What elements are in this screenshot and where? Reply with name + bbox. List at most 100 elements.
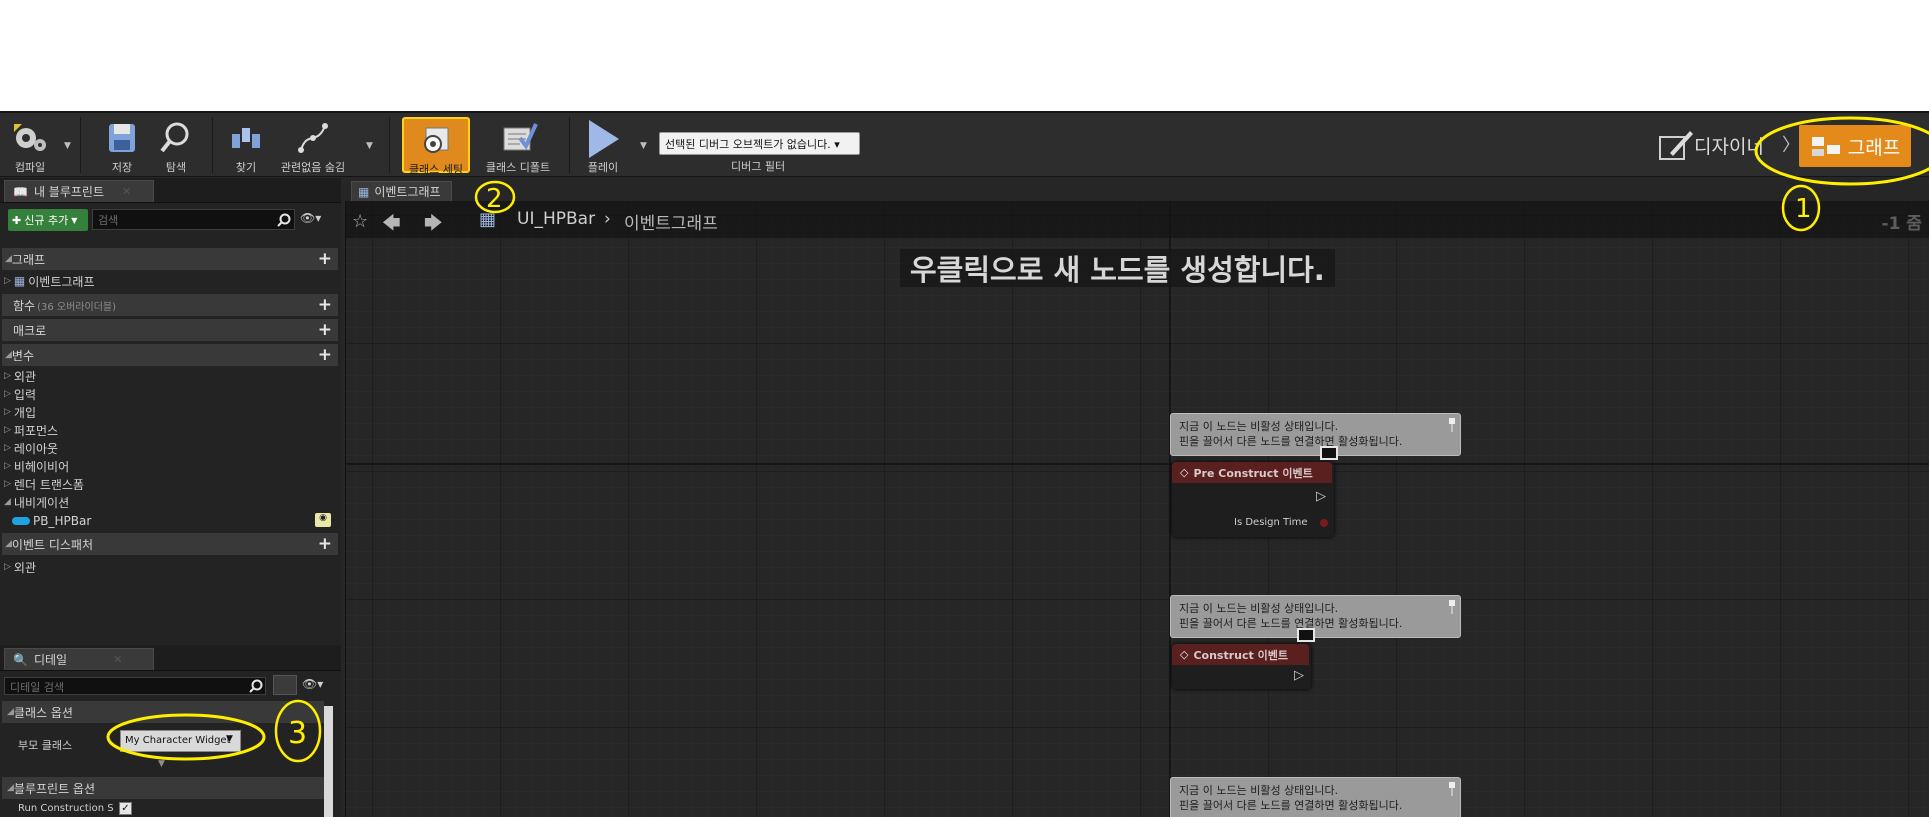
event-graph-label: 이벤트그래프 [28,274,95,289]
variable-type-pill-icon [12,517,30,525]
pin-icon[interactable] [1448,418,1456,432]
run-construction-checkbox[interactable]: ✓ [119,802,132,815]
variable-category-item[interactable]: ▷개입 [4,403,36,421]
variable-category-item[interactable]: ▷입력 [4,385,36,403]
toolbar-divider [389,117,390,173]
variable-category-item[interactable]: ▷렌더 트랜스폼 [4,475,84,493]
breadcrumb-blueprint[interactable]: UI_HPBar [517,209,596,229]
blueprint-options-category[interactable]: ◢ 블루프린트 옵션 [2,777,324,799]
play-dropdown-arrow[interactable]: ▼ [640,141,647,151]
chevron-down-icon: ▼ [71,215,78,225]
variable-category-label: 입력 [13,387,37,402]
visibility-eye-icon[interactable]: ◉ [315,513,331,527]
variable-category-item[interactable]: ▷퍼포먼스 [4,421,58,439]
details-scrollbar[interactable] [324,706,333,817]
variable-category-item[interactable]: ▷외관 [4,367,36,385]
hide-unrelated-label: 관련없음 숨김 [280,161,346,174]
add-graph-plus-icon[interactable]: + [317,249,332,269]
details-search-input[interactable]: 디테일 검색 [4,677,266,695]
construct-event-node[interactable]: ◇ Construct 이벤트 ▷ [1172,628,1315,689]
add-dispatcher-plus-icon[interactable]: + [317,534,332,554]
graph-mode-button[interactable]: 그래프 [1799,125,1911,167]
construct-title: Construct 이벤트 [1193,648,1288,662]
exec-output-pin-icon[interactable]: ▷ [1316,489,1326,504]
forward-arrow-icon[interactable]: 🡆 [424,213,443,234]
view-options-eye-icon[interactable]: 👁▾ [302,677,324,691]
add-variable-plus-icon[interactable]: + [317,345,332,365]
variable-pb-hpbar[interactable]: PB_HPBar [12,512,91,530]
exec-output-pin-icon[interactable]: ▷ [1294,668,1304,683]
play-button[interactable]: 플레이 [583,117,623,174]
disabled-node-comment: 지금 이 노드는 비활성 상태입니다. 핀을 끌어서 다른 노드를 연결하면 활… [1170,413,1461,456]
add-macro-plus-icon[interactable]: + [317,320,332,340]
parent-class-select[interactable]: My Character Widget [120,730,241,752]
compile-dropdown-arrow[interactable]: ▼ [64,141,71,151]
close-icon[interactable]: ✕ [122,185,132,198]
collapse-triangle-icon: ◢ [7,707,14,717]
breadcrumb-graph[interactable]: 이벤트그래프 [624,214,718,234]
collapse-triangle-icon: ◢ [5,539,12,549]
add-function-plus-icon[interactable]: + [317,295,332,315]
functions-category[interactable]: 함수 (36 오버라이더블) + [2,294,338,316]
toolbar-divider [212,117,213,173]
tab-my-blueprint-label: 내 블루프린트 [33,185,105,199]
blueprint-search-input[interactable]: 검색 [92,209,295,230]
tab-details[interactable]: 🔍 디테일 ✕ [4,648,154,670]
expand-triangle-icon: ▷ [4,425,11,435]
variable-name: PB_HPBar [33,514,92,528]
hide-unrelated-button[interactable]: 관련없음 숨김 [278,117,348,174]
star-icon[interactable]: ☆ [352,211,369,232]
blueprint-search-placeholder: 검색 [98,214,119,227]
browse-button[interactable]: 탐색 [156,117,196,174]
variable-category-item[interactable]: ◢내비게이션 [4,493,69,511]
parent-class-value: My Character Widget [125,735,231,746]
variable-category-label: 외관 [13,369,37,384]
class-defaults-button[interactable]: 클래스 디폴트 [482,117,554,174]
compile-button[interactable]: 컴파일 [6,117,54,174]
view-options-eye-icon[interactable]: 👁▾ [300,211,322,225]
expand-triangle-icon: ▷ [4,407,11,417]
graph-canvas[interactable]: ☆ 🡄 🡆 ▦ UI_HPBar › 이벤트그래프 -1 줌 우클릭으로 새 노… [345,201,1929,817]
grid-view-icon[interactable] [273,675,297,695]
variables-header: 변수 [11,348,35,363]
pin-icon[interactable] [1448,782,1456,796]
graphs-header: 그래프 [11,252,46,267]
close-icon[interactable]: ✕ [113,653,123,666]
node-header: ◇ Pre Construct 이벤트 [1172,462,1332,483]
designer-mode-button[interactable]: 디자이너 [1656,123,1764,167]
class-options-category[interactable]: ◢ 클래스 옵션 [2,701,324,723]
chevron-right-icon: 〉 [1782,135,1800,156]
dispatcher-category-item[interactable]: ▷외관 [4,558,36,576]
variables-category[interactable]: ◢ 변수 + [2,344,338,366]
variable-category-item[interactable]: ▷레이아웃 [4,439,58,457]
graph-breadcrumb-bar: ☆ 🡄 🡆 ▦ UI_HPBar › 이벤트그래프 -1 줌 [346,201,1929,238]
tab-my-blueprint[interactable]: 📖 내 블루프린트 ✕ [4,180,154,202]
find-button[interactable]: 찾기 [226,117,266,174]
find-icon [232,128,260,148]
variable-category-item[interactable]: ▷비헤이비어 [4,457,69,475]
details-panel: 디테일 검색 👁▾ ◢ 클래스 옵션 부모 클래스 My Character W… [0,670,341,817]
event-graph-item[interactable]: ▷ ▦ 이벤트그래프 [4,272,95,290]
tab-event-graph[interactable]: ▦ 이벤트그래프 [351,181,452,201]
class-settings-button[interactable]: 클래스 세팅 [402,117,470,176]
zoom-level: -1 줌 [1881,214,1922,234]
resize-handle-icon[interactable]: ▼ [158,759,165,769]
expand-triangle-icon: ▷ [4,461,11,471]
add-new-button[interactable]: ✚ 신규 추가 ▼ [8,209,88,231]
event-dispatchers-category[interactable]: ◢ 이벤트 디스패처 + [2,533,338,555]
save-button[interactable]: 저장 [102,117,142,174]
hide-unrelated-dropdown-arrow[interactable]: ▼ [366,141,373,151]
graphs-category[interactable]: ◢ 그래프 + [2,248,338,270]
node-header: ◇ Construct 이벤트 [1172,644,1309,665]
variable-category-label: 렌더 트랜스폼 [13,477,84,492]
blueprint-options-header: 블루프린트 옵션 [13,781,96,796]
pre-construct-event-node[interactable]: ◇ Pre Construct 이벤트 ▷ Is Design Time [1172,446,1338,537]
functions-override-count: (36 오버라이더블) [37,301,116,313]
back-arrow-icon[interactable]: 🡄 [382,213,401,234]
macros-category[interactable]: 매크로 + [2,319,338,341]
pin-icon[interactable] [1448,600,1456,614]
comment-line-1: 지금 이 노드는 비활성 상태입니다. [1179,602,1339,615]
debug-object-select[interactable]: 선택된 디버그 오브젝트가 없습니다. ▾ [659,132,860,155]
bool-pin-icon[interactable] [1320,519,1328,527]
variable-category-label: 레이아웃 [13,441,59,456]
